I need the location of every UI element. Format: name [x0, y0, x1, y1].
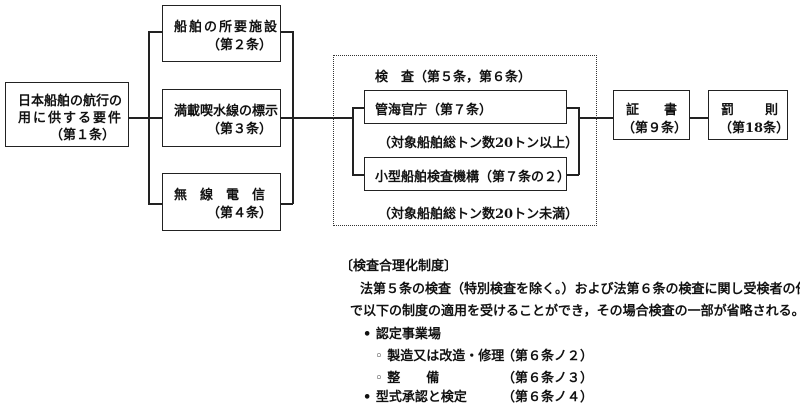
inspection-title: 検 査（第５条，第６条） — [375, 70, 532, 85]
certificate-title: 書 — [664, 103, 678, 118]
penalty-article: （第18条） — [719, 121, 790, 136]
inner-bracket-left — [352, 107, 354, 175]
notes-item-article: （第６条ノ３） — [502, 371, 594, 386]
connector — [567, 174, 579, 176]
inner-bracket-right — [578, 107, 580, 175]
notes-paragraph-line2: で以下の制度の適用を受けることができ，その場合検査の一部が省略される。 — [350, 304, 800, 319]
bullet-icon: • — [363, 327, 372, 342]
inspection-body-label: 管海官庁（第７条） — [375, 103, 493, 118]
notes-item: ◦ 製造又は改造・修理 — [375, 345, 504, 364]
requirement-box-loadline: 満載喫水線の標示 （第３条） — [162, 89, 281, 147]
requirement-title: 満載喫水線の標示 — [174, 104, 279, 119]
requirement-title: 無 線 電 信 — [174, 188, 266, 203]
notes-paragraph-line1: 法第５条の検査（特別検査を除く。）および法第６条の検査に関し受検者の任意 — [360, 282, 800, 297]
penalty-title: 罰 — [721, 103, 735, 118]
connector — [690, 117, 708, 119]
notes-item: • 型式承認と検定 — [363, 386, 467, 405]
inspection-group — [333, 55, 597, 226]
requirement-article: （第２条） — [207, 38, 273, 53]
inspection-body-maritime-office: 管海官庁（第７条） — [364, 90, 567, 124]
root-line1: 日本船舶の航行の — [18, 94, 123, 109]
connector — [281, 117, 352, 119]
root-requirements-box: 日本船舶の航行の 用に供する要件 （第１条） — [5, 82, 129, 147]
penalty-title: 則 — [765, 103, 779, 118]
notes-item-label: 製造又は改造・修理 — [387, 349, 505, 364]
notes-item: ◦ 整 備 — [375, 367, 439, 386]
notes-item-article: （第６条ノ２） — [502, 349, 594, 364]
requirement-box-radio: 無 線 電 信 （第４条） — [162, 173, 281, 231]
notes-item-article: （第６条ノ４） — [502, 390, 594, 405]
inspection-body-small-craft: 小型船舶検査機構（第７条の２） — [364, 157, 571, 191]
connector — [281, 203, 293, 205]
connector — [148, 31, 162, 33]
root-line2: 用に供する要件 — [18, 111, 124, 126]
connector — [352, 174, 364, 176]
notes-heading: 〔検査合理化制度〕 — [340, 259, 458, 274]
connector — [281, 31, 293, 33]
requirement-title: 船舶の所要施設 — [174, 20, 280, 35]
root-article: （第１条） — [50, 128, 116, 143]
bracket-left — [148, 31, 150, 204]
notes-item: • 認定事業場 — [363, 323, 441, 342]
notes-item-label: 整 備 — [387, 371, 440, 386]
certificate-title: 証 — [626, 103, 640, 118]
certificate-article: （第９条） — [622, 121, 688, 136]
requirement-article: （第４条） — [207, 206, 273, 221]
notes-item-label: 型式承認と検定 — [375, 390, 467, 405]
inspection-note: （対象船舶総トン数20トン以上） — [378, 136, 579, 151]
certificate-box: 証 書 （第９条） — [613, 90, 690, 140]
connector — [352, 107, 364, 109]
notes-item-label: 認定事業場 — [375, 327, 441, 342]
bullet-icon: ◦ — [375, 349, 383, 364]
penalty-box: 罰 則 （第18条） — [708, 90, 790, 140]
connector — [129, 117, 162, 119]
requirement-article: （第３条） — [207, 122, 273, 137]
connector — [567, 107, 579, 109]
bullet-icon: ◦ — [375, 371, 383, 386]
inspection-body-label: 小型船舶検査機構（第７条の２） — [375, 170, 571, 185]
connector — [578, 117, 613, 119]
requirement-box-facilities: 船舶の所要施設 （第２条） — [162, 5, 281, 62]
inspection-note: （対象船舶総トン数20トン未満） — [378, 207, 579, 222]
bullet-icon: • — [363, 390, 372, 405]
connector — [148, 203, 162, 205]
